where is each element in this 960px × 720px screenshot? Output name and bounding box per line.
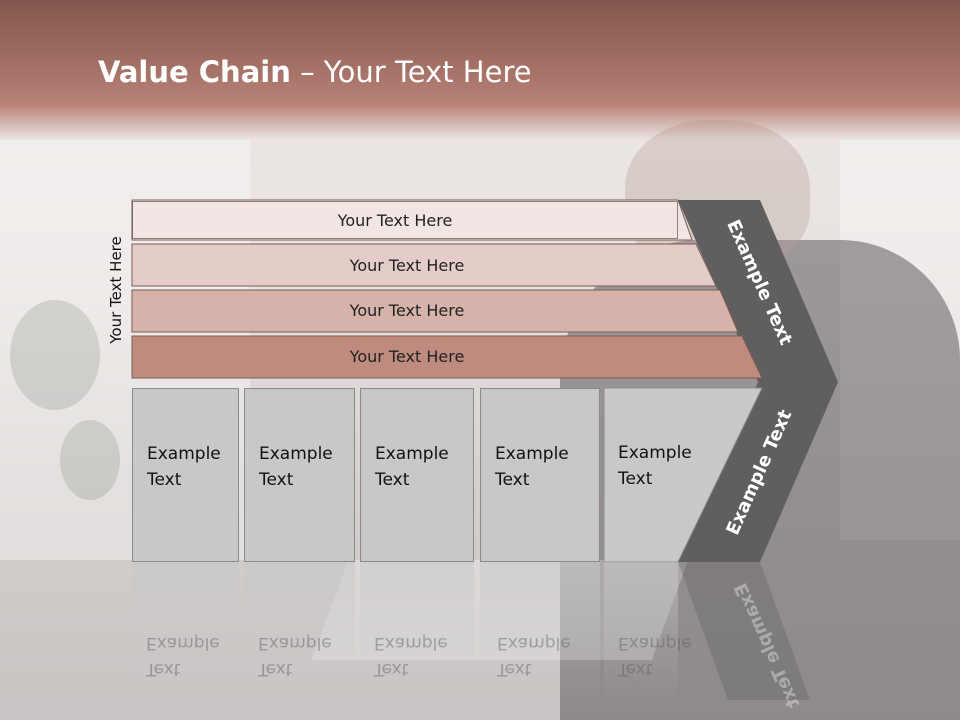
background-plant xyxy=(10,300,100,410)
box-reflection xyxy=(604,562,678,702)
primary-box-last: Example Text xyxy=(604,388,704,562)
reflection-line: Text xyxy=(374,659,409,679)
primary-box: Example Text xyxy=(480,388,600,562)
primary-box-line1: Example xyxy=(618,443,692,463)
primary-box: Example Text xyxy=(244,388,355,562)
support-bar-shape xyxy=(131,243,717,287)
reflection-text: Text Example xyxy=(258,630,332,682)
box-reflection xyxy=(132,562,239,702)
support-bar: Your Text Here xyxy=(349,346,465,366)
reflection-line: Example xyxy=(258,633,332,653)
chevron-reflection xyxy=(678,562,810,700)
primary-box-line1: Example xyxy=(375,444,449,464)
support-bar-shape xyxy=(131,335,763,379)
support-bar: Your Text Here xyxy=(349,255,465,275)
reflection-text: Text Example xyxy=(497,630,571,682)
title-rest: – Your Text Here xyxy=(290,55,532,89)
support-bar-shape xyxy=(131,289,739,333)
reflection-text: Text Example xyxy=(146,630,220,682)
primary-box-line2: Text xyxy=(495,470,530,490)
reflection-line: Text xyxy=(146,659,181,679)
reflection-line: Example xyxy=(497,633,571,653)
title-banner xyxy=(0,0,960,140)
support-bar: Your Text Here xyxy=(349,300,465,320)
primary-box-line2: Text xyxy=(259,470,294,490)
reflection-text: Text Example xyxy=(618,630,692,682)
reflection-line: Example xyxy=(146,633,220,653)
primary-box-line1: Example xyxy=(259,444,333,464)
primary-box: Example Text xyxy=(132,388,239,562)
reflection-text: Text Example xyxy=(374,630,448,682)
reflection-line: Text xyxy=(258,659,293,679)
background-plant xyxy=(60,420,120,500)
primary-box-last-shape xyxy=(603,387,763,563)
primary-box-line2: Text xyxy=(147,470,182,490)
reflection-line: Example xyxy=(618,633,692,653)
box-reflection xyxy=(244,562,355,702)
box-reflection xyxy=(360,562,474,702)
primary-box: Example Text xyxy=(360,388,474,562)
primary-box-line1: Example xyxy=(147,444,221,464)
slide-title: Value Chain – Your Text Here xyxy=(98,55,532,89)
reflection-line: Example xyxy=(374,633,448,653)
primary-box-line1: Example xyxy=(495,444,569,464)
title-bold: Value Chain xyxy=(98,55,291,89)
reflection-line: Text xyxy=(497,659,532,679)
primary-box-line2: Text xyxy=(375,470,410,490)
support-bar: Your Text Here xyxy=(132,201,678,239)
box-reflection xyxy=(480,562,600,702)
primary-box-line2: Text xyxy=(618,469,653,489)
reflection-line: Text xyxy=(618,659,653,679)
